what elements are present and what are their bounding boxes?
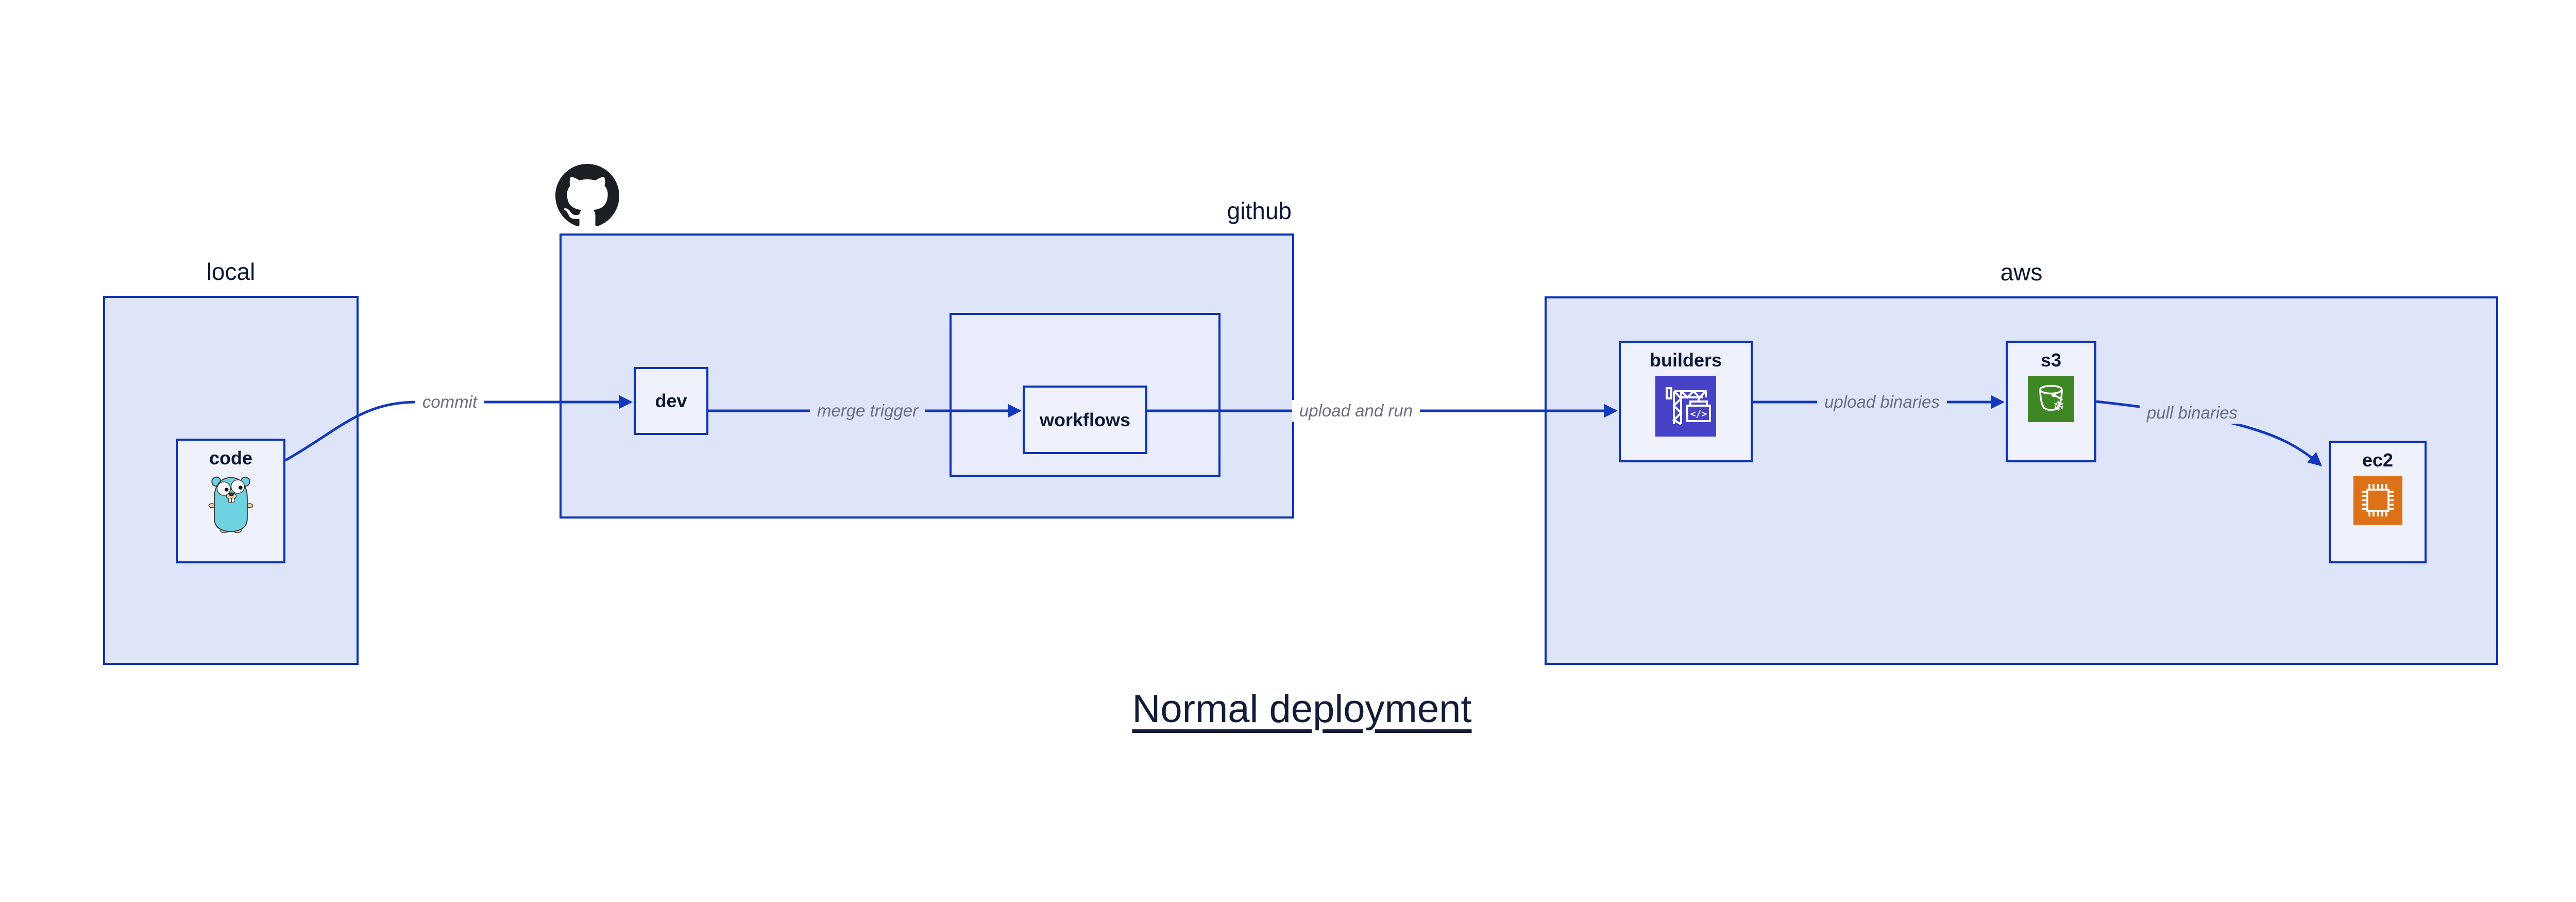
local-container-label: local	[206, 258, 256, 285]
node-builders-label: builders	[1649, 349, 1722, 371]
edge-label-upload-binaries: upload binaries	[1817, 391, 1947, 413]
node-s3: s3 ❄	[2006, 341, 2096, 462]
aws-codebuild-icon: </>	[1655, 376, 1716, 437]
node-s3-label: s3	[2040, 349, 2062, 371]
svg-text:❄: ❄	[2053, 398, 2065, 414]
github-container-label: github	[1227, 197, 1292, 224]
edge-label-merge-trigger: merge trigger	[809, 400, 926, 422]
node-code-label: code	[209, 447, 253, 469]
node-ec2: ec2	[2329, 441, 2427, 563]
node-ec2-label: ec2	[2362, 449, 2394, 471]
node-dev: dev	[634, 367, 708, 435]
go-gopher-icon	[208, 474, 253, 533]
diagram-title: Normal deployment	[1132, 687, 1472, 731]
aws-container-label: aws	[2000, 259, 2043, 286]
edge-label-upload-and-run: upload and run	[1292, 400, 1420, 422]
node-builders: builders </>	[1619, 341, 1753, 462]
aws-s3-glacier-bucket-icon: ❄	[2028, 376, 2074, 422]
node-workflows-label: workflows	[1039, 409, 1131, 430]
node-code: code	[176, 439, 285, 563]
github-octocat-icon	[555, 164, 619, 228]
node-workflows: workflows	[1023, 386, 1147, 454]
edge-label-pull-binaries: pull binaries	[2139, 402, 2245, 424]
edge-label-commit: commit	[415, 391, 485, 413]
node-dev-label: dev	[655, 390, 687, 411]
aws-ec2-chip-icon	[2353, 476, 2402, 525]
svg-text:</>: </>	[1690, 409, 1707, 420]
